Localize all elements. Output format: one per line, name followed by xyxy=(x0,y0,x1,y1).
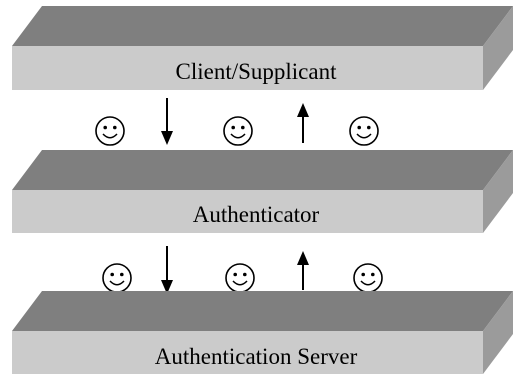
slab-side-face xyxy=(483,6,513,90)
slab-top-face xyxy=(12,150,513,190)
smiley-icon xyxy=(223,116,253,146)
smiley-icon xyxy=(102,263,132,293)
slab-side-face xyxy=(483,291,513,374)
slab-top-face xyxy=(12,6,513,46)
slab-front-face xyxy=(12,46,483,90)
slab-top-face xyxy=(12,291,513,331)
smiley-icon xyxy=(225,263,255,293)
slab-front-face xyxy=(12,331,483,374)
connection-row-1 xyxy=(95,98,379,146)
layer-label: Client/Supplicant xyxy=(176,59,338,84)
layer-client-supplicant: Client/Supplicant xyxy=(12,6,513,90)
layer-authenticator: Authenticator xyxy=(12,150,513,233)
layer-label: Authentication Server xyxy=(155,344,358,369)
down-arrow-icon xyxy=(161,98,173,145)
layer-authentication-server: Authentication Server xyxy=(12,291,513,374)
smiley-icon xyxy=(349,116,379,146)
slab-front-face xyxy=(12,190,483,233)
up-arrow-icon xyxy=(297,251,309,290)
layer-label: Authenticator xyxy=(193,202,320,227)
down-arrow-icon xyxy=(161,246,173,294)
connection-row-2 xyxy=(102,246,383,294)
slab-side-face xyxy=(483,150,513,233)
smiley-icon xyxy=(353,263,383,293)
smiley-icon xyxy=(95,116,125,146)
up-arrow-icon xyxy=(297,103,309,143)
